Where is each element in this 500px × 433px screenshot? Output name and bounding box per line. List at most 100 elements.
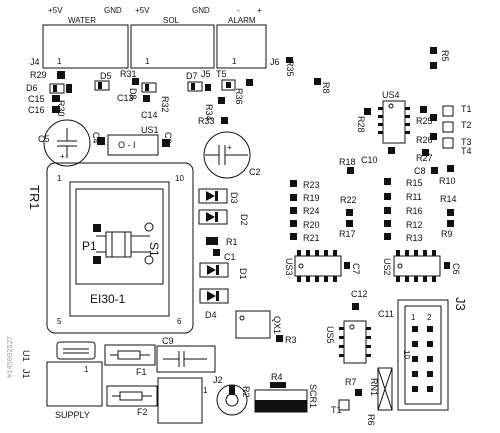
svg-text:R8: R8 <box>321 82 331 94</box>
j6-minus-label: - <box>237 6 240 15</box>
svg-text:R6: R6 <box>366 414 376 426</box>
svg-text:T2: T2 <box>461 120 472 130</box>
t5-area: T5 R36 R34 R33 <box>198 69 253 126</box>
svg-text:F1: F1 <box>136 367 147 377</box>
svg-text:J2: J2 <box>213 375 223 385</box>
svg-text:6: 6 <box>177 317 182 326</box>
svg-text:D3: D3 <box>229 192 239 204</box>
svg-text:10: 10 <box>402 350 411 359</box>
connector-j3: J3 1 2 10 <box>397 297 468 411</box>
svg-text:R30: R30 <box>56 100 66 117</box>
svg-text:C1: C1 <box>224 252 236 262</box>
svg-text:R29: R29 <box>30 70 47 80</box>
svg-text:C8: C8 <box>414 166 426 176</box>
svg-text:R22: R22 <box>340 195 357 205</box>
top-right-small: R35 R8 R5 <box>285 47 450 94</box>
svg-text:C4: C4 <box>91 132 101 144</box>
svg-text:C15: C15 <box>28 94 45 104</box>
svg-text:5: 5 <box>57 317 62 326</box>
svg-text:R3: R3 <box>285 335 297 345</box>
svg-text:R9: R9 <box>441 229 453 239</box>
resistor-column-right: R15 R11 R16 R12 R13 R14 R9 <box>384 178 457 243</box>
svg-text:R1: R1 <box>226 237 238 247</box>
svg-text:D6: D6 <box>26 83 38 93</box>
svg-text:C5: C5 <box>38 134 50 144</box>
svg-text:C2: C2 <box>249 167 261 177</box>
svg-text:C12: C12 <box>351 289 368 299</box>
svg-text:10: 10 <box>175 174 184 183</box>
capacitor-c5: + C5 <box>38 119 91 167</box>
svg-text:D1: D1 <box>238 268 248 280</box>
svg-text:R2: R2 <box>241 386 251 398</box>
capacitor-c2: + C2 <box>203 131 261 179</box>
connector-j6: - + ALARM 1 J6 <box>216 6 280 69</box>
svg-text:O - I: O - I <box>118 140 136 150</box>
svg-text:J3: J3 <box>453 297 468 311</box>
svg-text:1: 1 <box>411 313 416 322</box>
j6-pin1-label: 1 <box>232 57 237 66</box>
svg-text:R13: R13 <box>406 233 423 243</box>
ic-us5: C12 C11 US5 <box>325 289 394 364</box>
svg-text:R26: R26 <box>416 135 433 145</box>
svg-text:R5: R5 <box>440 50 450 62</box>
connector-j1: J1 1 SUPPLY <box>21 361 103 420</box>
resistor-column-left: R23 R19 R24 R20 R21 R22 R17 <box>290 180 357 243</box>
j5-name-label: SOL <box>163 16 180 25</box>
sensor-u1: U1 <box>21 341 96 362</box>
transformer-tr1: TR1 1 10 5 6 P1 S1 EI30-1 <box>27 162 194 334</box>
capacitor-c9: C9 <box>156 336 216 373</box>
j5-gnd-label: GND <box>192 6 210 15</box>
svg-text:T1: T1 <box>331 405 342 415</box>
us4-area: R18 R28 C10 US4 <box>339 90 410 174</box>
svg-text:T1: T1 <box>461 104 472 114</box>
svg-text:R18: R18 <box>339 157 356 167</box>
svg-text:R14: R14 <box>440 194 457 204</box>
svg-text:R20: R20 <box>303 220 320 230</box>
svg-text:D4: D4 <box>205 310 217 320</box>
svg-text:R11: R11 <box>406 192 422 202</box>
svg-text:D5: D5 <box>100 71 112 81</box>
svg-text:C10: C10 <box>361 155 378 165</box>
svg-text:R19: R19 <box>303 193 320 203</box>
svg-text:R35: R35 <box>285 60 295 77</box>
svg-text:S1: S1 <box>147 242 161 257</box>
watermark-id: #145002527 <box>7 336 15 378</box>
svg-text:C9: C9 <box>162 336 174 346</box>
crystal-qx1: QX1 <box>235 310 282 339</box>
transistor-area: R25 R26 R27 C8 T1 T2 T3 T4 R10 <box>414 104 472 186</box>
svg-text:D8: D8 <box>128 88 138 100</box>
ic-us2: US2 C6 <box>382 250 461 282</box>
svg-text:+: + <box>227 143 232 152</box>
svg-text:SCR1: SCR1 <box>308 384 318 408</box>
svg-text:C6: C6 <box>451 263 461 275</box>
svg-text:1: 1 <box>203 386 208 395</box>
svg-text:R33: R33 <box>198 116 215 126</box>
svg-text:US5: US5 <box>325 326 335 344</box>
svg-text:C3: C3 <box>163 132 173 144</box>
svg-text:R21: R21 <box>303 233 320 243</box>
svg-text:R16: R16 <box>406 206 423 216</box>
bottom-center-parts: R3 R4 SCR1 R2 J2 1 <box>157 335 318 424</box>
svg-text:R28: R28 <box>356 116 366 133</box>
svg-text:P1: P1 <box>82 239 97 253</box>
svg-text:C7: C7 <box>351 263 361 275</box>
svg-text:C13: C13 <box>117 93 134 103</box>
ic-us3: US3 C7 <box>284 250 361 282</box>
j5-pin1-label: 1 <box>145 57 150 66</box>
svg-text:TR1: TR1 <box>27 185 42 210</box>
svg-text:T4: T4 <box>461 146 472 156</box>
j6-ref-label: J6 <box>270 57 280 67</box>
j4-ref-label: J4 <box>30 57 40 67</box>
svg-text:2: 2 <box>427 313 432 322</box>
svg-text:1: 1 <box>84 365 89 374</box>
svg-text:1: 1 <box>57 174 62 183</box>
svg-text:D7: D7 <box>186 71 198 81</box>
j6-plus-label: + <box>257 6 262 15</box>
svg-text:US1: US1 <box>141 125 159 135</box>
svg-text:EI30-1: EI30-1 <box>90 292 126 306</box>
j5-ref-label: J5 <box>201 69 211 79</box>
svg-text:R31: R31 <box>120 69 137 79</box>
svg-text:C14: C14 <box>141 110 158 120</box>
svg-text:US4: US4 <box>382 90 400 100</box>
